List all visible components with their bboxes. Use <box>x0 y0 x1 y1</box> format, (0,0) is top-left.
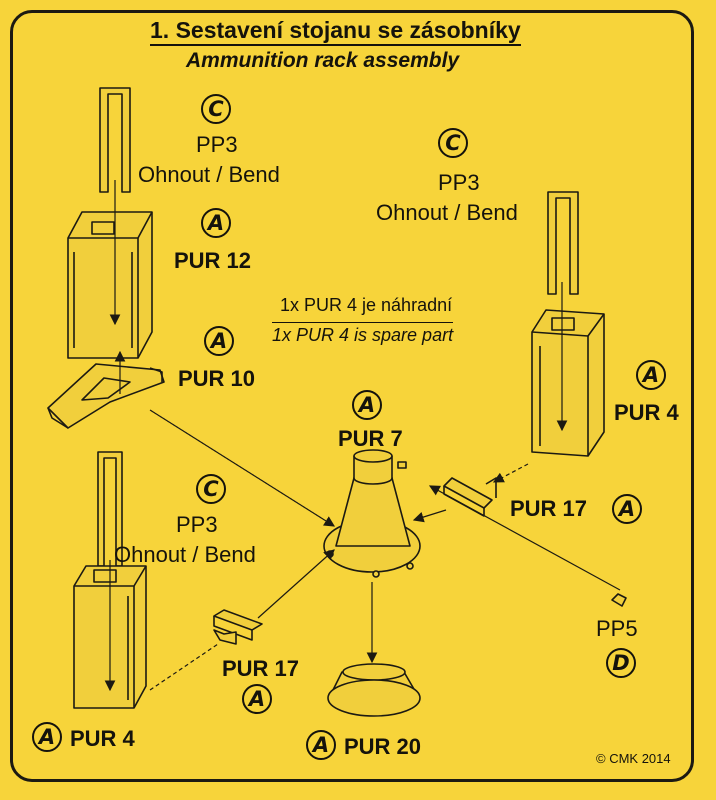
label-pur4-right: PUR 4 <box>614 400 679 425</box>
label-pp3-top: PP3 <box>196 132 238 157</box>
badge-a-icon: A <box>32 722 62 752</box>
label-pp3-right: PP3 <box>438 170 480 195</box>
badge-a-icon: A <box>612 494 642 524</box>
badge-a-icon: A <box>242 684 272 714</box>
pur17-bracket-bottom <box>213 609 263 645</box>
badge-a-icon: A <box>352 390 382 420</box>
badge-c-icon: C <box>196 474 226 504</box>
label-pp3-bottom: PP3 <box>176 512 218 537</box>
label-bend-right: Ohnout / Bend <box>376 200 518 225</box>
pur10-base <box>47 363 165 429</box>
badge-a-icon: A <box>306 730 336 760</box>
badge-c-icon: C <box>438 128 468 158</box>
label-pur17-bottom: PUR 17 <box>222 656 300 681</box>
pp3-clip-top <box>99 87 131 193</box>
pur7-cone-stand <box>323 449 421 578</box>
assembly-arrows <box>104 180 621 692</box>
badge-a-icon: A <box>201 208 231 238</box>
label-pur10: PUR 10 <box>178 366 256 391</box>
label-bend-top: Ohnout / Bend <box>138 162 280 187</box>
pp5-part <box>611 593 627 607</box>
badge-a-icon: A <box>204 326 234 356</box>
badge-d-icon: D <box>606 648 636 678</box>
page-title: 1. Sestavení stojanu se zásobníky <box>150 19 521 46</box>
label-bend-bottom: Ohnout / Bend <box>114 542 256 567</box>
label-pur7: PUR 7 <box>338 426 403 451</box>
note-spare-en: 1x PUR 4 is spare part <box>272 322 454 344</box>
label-pp5: PP5 <box>596 616 638 641</box>
pur17-bracket-right <box>443 477 497 517</box>
badge-c-icon: C <box>201 94 231 124</box>
pp3-clip-right <box>547 191 579 295</box>
note-spare-cz: 1x PUR 4 je náhradní <box>280 295 453 315</box>
badge-a-icon: A <box>636 360 666 390</box>
label-pur4-bottom: PUR 4 <box>70 726 135 751</box>
copyright-text: © CMK 2014 <box>596 751 671 766</box>
label-pur17-right: PUR 17 <box>510 496 588 521</box>
pur12-magazine <box>67 211 153 359</box>
label-pur20: PUR 20 <box>344 734 422 759</box>
pur20-base <box>327 663 421 717</box>
page-subtitle: Ammunition rack assembly <box>186 49 460 72</box>
pur4-magazine-right <box>531 309 605 457</box>
label-pur12: PUR 12 <box>174 248 252 273</box>
sheet-frame <box>10 10 694 782</box>
